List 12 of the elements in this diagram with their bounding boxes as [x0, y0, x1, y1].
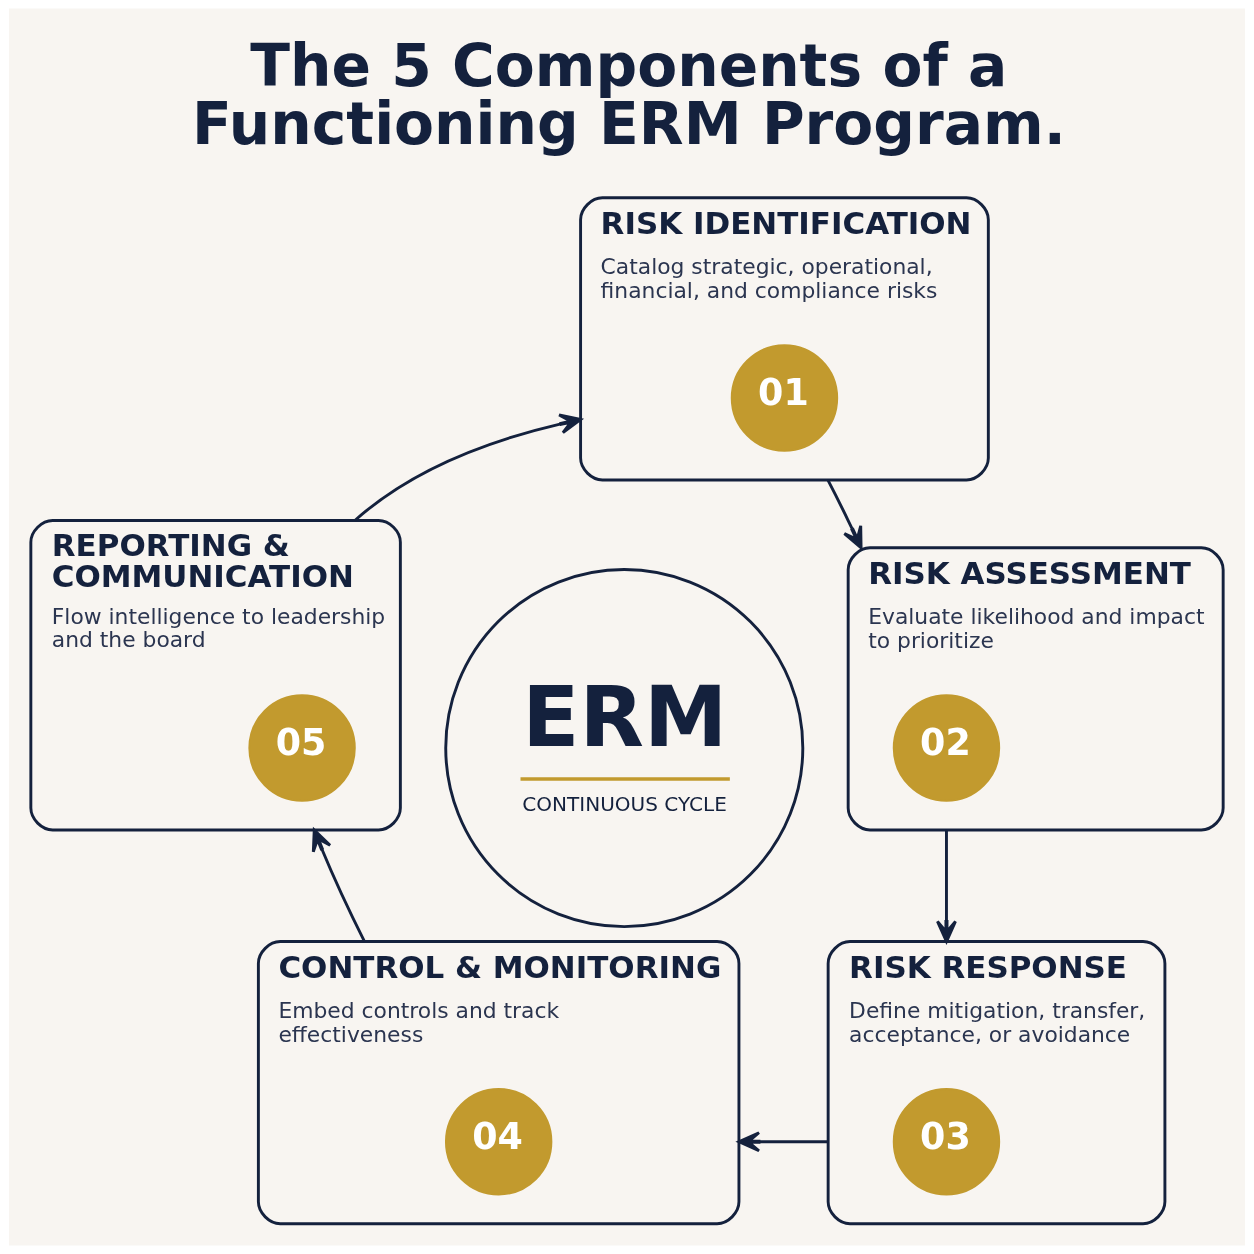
node-circle: 04: [444, 1088, 553, 1196]
diagram-title: The 5 Components of a Functioning ERM Program.: [191, 32, 1066, 159]
arrow: [936, 829, 957, 943]
node-circle: 02: [892, 694, 1001, 802]
node-circle: 03: [892, 1088, 1001, 1196]
arrow: [737, 1131, 829, 1153]
node-circle: ERM CONTINUOUS CYCLE: [444, 568, 805, 929]
node-circle: 01: [730, 344, 839, 452]
arrow: [311, 828, 366, 943]
node-circle: 05: [248, 694, 356, 802]
arrow: [826, 479, 863, 550]
arrow: [353, 413, 583, 522]
